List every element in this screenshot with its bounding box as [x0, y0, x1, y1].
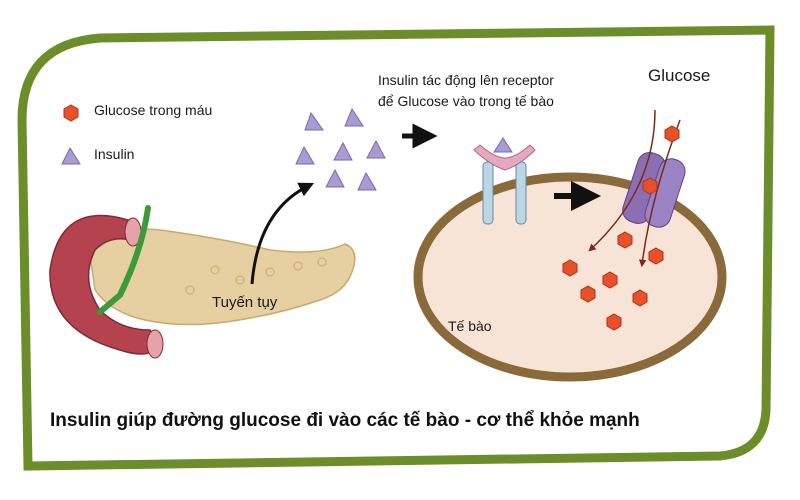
duodenum-opening-bottom — [146, 329, 164, 359]
legend-glucose-label: Glucose trong máu — [94, 102, 213, 118]
bile-duct — [97, 205, 151, 315]
cell — [413, 172, 727, 382]
insulin-receptor — [473, 137, 536, 225]
insulin-action-line1: Insulin tác động lên receptor — [378, 72, 554, 88]
pancreas-label: Tuyến tụy — [212, 294, 278, 311]
insulin-triangle-icon — [61, 146, 81, 165]
insulin-molecules — [295, 107, 386, 191]
glucose-entry-arrow-1 — [588, 109, 656, 252]
insulin-action-label: Insulin tác động lên receptor để Glucose… — [378, 70, 554, 112]
glucose-molecules — [562, 125, 680, 331]
pancreas-lobules — [185, 257, 327, 295]
glucose-hexagon-icon — [63, 104, 79, 122]
legend-insulin-label: Insulin — [94, 146, 135, 162]
insulin-action-line2: để Glucose vào trong tế bào — [378, 93, 554, 109]
cell-label: Tế bào — [448, 318, 492, 334]
pancreas — [89, 228, 356, 326]
caption: Insulin giúp đường glucose đi vào các tế… — [50, 410, 640, 431]
secretion-arrow — [250, 182, 315, 285]
glucose-label: Glucose — [648, 66, 711, 85]
